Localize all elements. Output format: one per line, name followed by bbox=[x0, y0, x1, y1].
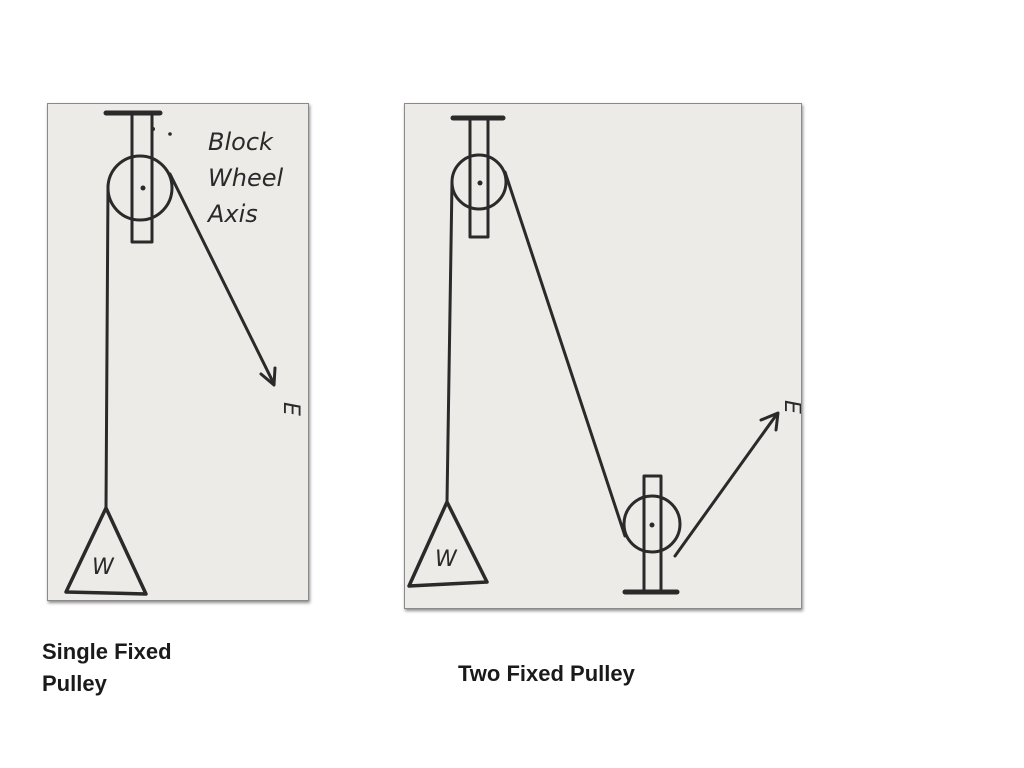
rope-effort-side bbox=[168, 172, 276, 386]
rope-effort-side bbox=[673, 412, 779, 558]
block-label-dot bbox=[168, 132, 172, 136]
rope-load-side bbox=[104, 184, 110, 510]
bottom-pulley-axis bbox=[649, 522, 655, 528]
weight-triangle bbox=[407, 500, 489, 588]
single-pulley-diagram: Block Wheel Axis E W bbox=[47, 103, 309, 601]
effort-arrowhead bbox=[759, 411, 780, 432]
block-label: Block bbox=[208, 128, 274, 156]
weight-label: W bbox=[435, 547, 458, 572]
effort-arrowhead bbox=[259, 366, 277, 387]
pulley-wheel bbox=[106, 154, 174, 222]
rope-middle bbox=[503, 170, 627, 538]
axis-label: Axis bbox=[206, 200, 258, 228]
weight-label: W bbox=[92, 555, 115, 580]
rope-load-side bbox=[445, 180, 454, 504]
single-pulley-caption: Single Fixed Pulley bbox=[42, 639, 172, 696]
block-pin bbox=[151, 127, 155, 131]
single-pulley-drawing: Block Wheel Axis E W bbox=[64, 110, 303, 596]
two-pulley-caption: Two Fixed Pulley bbox=[458, 661, 635, 686]
effort-label: E bbox=[278, 402, 303, 416]
bottom-pulley-wheel bbox=[622, 494, 682, 554]
pulley-block bbox=[130, 112, 154, 244]
two-pulley-diagram: E W bbox=[404, 103, 802, 609]
effort-label: E bbox=[779, 400, 801, 414]
pulley-axis bbox=[140, 185, 146, 191]
weight-triangle bbox=[64, 506, 148, 596]
bottom-pulley-block bbox=[642, 474, 663, 594]
wheel-label: Wheel bbox=[208, 164, 283, 192]
top-pulley-axis bbox=[477, 180, 483, 186]
two-pulley-drawing: E W bbox=[407, 115, 801, 595]
top-pulley-block bbox=[468, 117, 490, 239]
